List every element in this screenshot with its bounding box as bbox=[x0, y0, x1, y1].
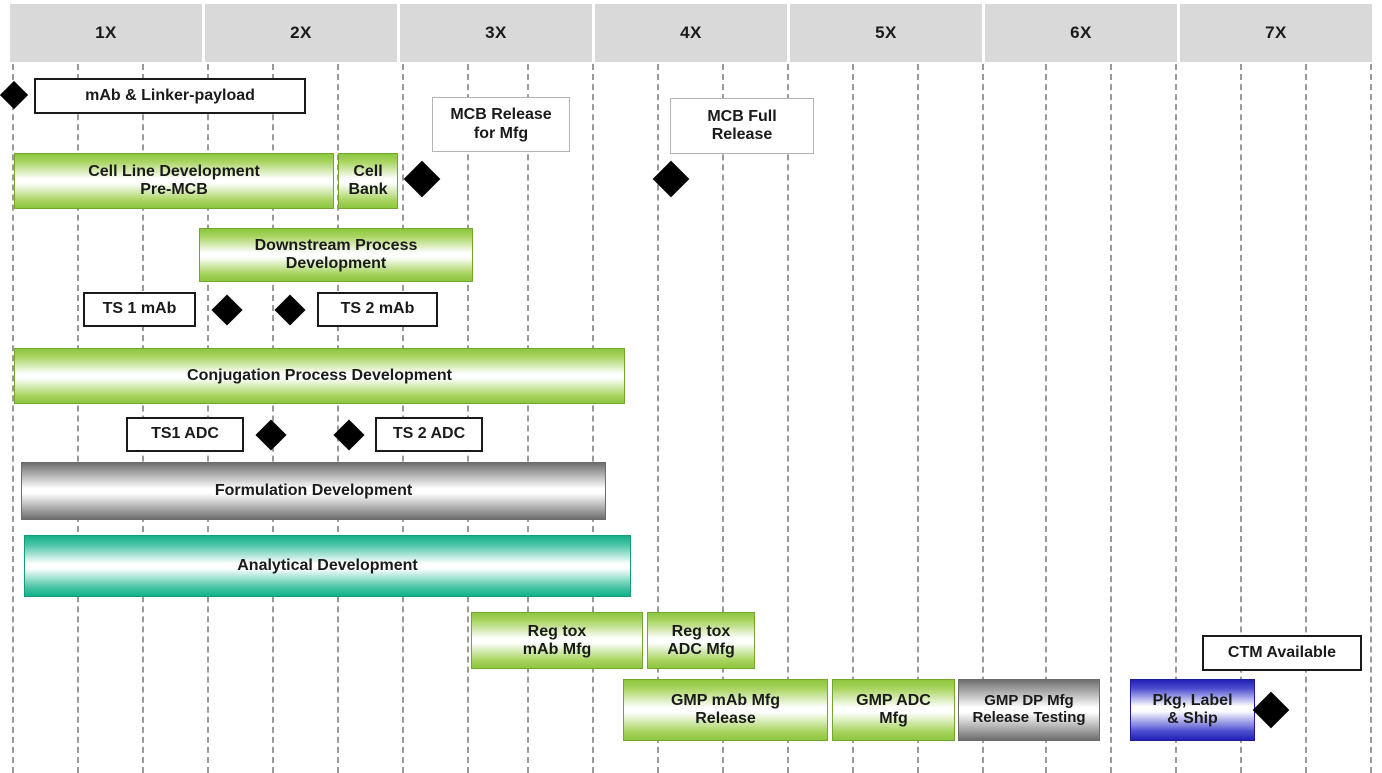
callout-label: CTM Available bbox=[1227, 643, 1337, 661]
gridline bbox=[1305, 64, 1307, 773]
timeline-header-cell-5x[interactable]: 5X bbox=[790, 4, 982, 62]
gridline bbox=[982, 64, 984, 773]
callout-label-line2: Release bbox=[711, 126, 773, 143]
callout-label-line1: MCB Full bbox=[707, 107, 777, 125]
gridline bbox=[527, 64, 529, 773]
bar-label-line1: Downstream Process bbox=[254, 237, 418, 255]
gridline bbox=[722, 64, 724, 773]
bar-cell-bank[interactable]: Cell Bank bbox=[338, 153, 398, 209]
timeline-header-cell-6x[interactable]: 6X bbox=[985, 4, 1177, 62]
gridline bbox=[592, 64, 594, 773]
bar-analytical-development[interactable]: Analytical Development bbox=[24, 535, 631, 597]
bar-label-line2: & Ship bbox=[1167, 710, 1218, 727]
gridline bbox=[1110, 64, 1112, 773]
gridline bbox=[12, 64, 14, 773]
bar-label-line1: Reg tox bbox=[527, 622, 587, 640]
callout-ts-2-adc[interactable]: TS 2 ADC bbox=[375, 417, 483, 452]
callout-label: TS 2 ADC bbox=[392, 425, 466, 443]
callout-label: TS 1 mAb bbox=[102, 300, 177, 318]
bar-label-line2: Bank bbox=[348, 181, 388, 198]
bar-gmp-adc-mfg[interactable]: GMP ADC Mfg bbox=[832, 679, 955, 741]
callout-label-line1: MCB Release bbox=[450, 106, 552, 124]
bar-reg-tox-mab-mfg[interactable]: Reg tox mAb Mfg bbox=[471, 612, 643, 669]
milestone-diamond-ctm-available[interactable] bbox=[1252, 691, 1290, 729]
bar-label-line1: GMP DP Mfg bbox=[984, 692, 1074, 710]
bar-label: Formulation Development bbox=[214, 482, 413, 500]
bar-label-line2: ADC Mfg bbox=[667, 640, 735, 658]
gridline bbox=[917, 64, 919, 773]
gridline bbox=[787, 64, 789, 773]
gridline bbox=[1045, 64, 1047, 773]
timeline-header-cell-4x[interactable]: 4X bbox=[595, 4, 787, 62]
milestone-diamond-mcb-full-release[interactable] bbox=[652, 160, 690, 198]
callout-label: TS 2 mAb bbox=[340, 300, 415, 318]
callout-ts-2-mab[interactable]: TS 2 mAb bbox=[317, 292, 438, 327]
gridline bbox=[77, 64, 79, 773]
bar-label: Analytical Development bbox=[237, 557, 418, 575]
bar-label-line2: mAb Mfg bbox=[522, 640, 592, 658]
callout-ctm-available[interactable]: CTM Available bbox=[1202, 635, 1362, 671]
gridline bbox=[272, 64, 274, 773]
milestone-diamond-ts-1-mab[interactable] bbox=[211, 294, 243, 326]
milestone-diamond-mcb-release-for-mfg[interactable] bbox=[403, 160, 441, 198]
bar-label-line2: Release bbox=[695, 710, 756, 727]
bar-label-line1: Pkg, Label bbox=[1152, 692, 1233, 710]
bar-reg-tox-adc-mfg[interactable]: Reg tox ADC Mfg bbox=[647, 612, 755, 669]
timeline-header-cell-3x[interactable]: 3X bbox=[400, 4, 592, 62]
callout-label: TS1 ADC bbox=[151, 425, 219, 443]
gridline bbox=[852, 64, 854, 773]
callout-ts1-adc[interactable]: TS1 ADC bbox=[126, 417, 244, 452]
milestone-diamond-program-start[interactable] bbox=[0, 80, 29, 110]
gridline bbox=[1175, 64, 1177, 773]
bar-formulation-development[interactable]: Formulation Development bbox=[21, 462, 606, 520]
bar-label-line1: Cell bbox=[353, 163, 383, 181]
timeline-plot-area: mAb & Linker-payload MCB Release for Mfg… bbox=[0, 64, 1382, 773]
gridline bbox=[657, 64, 659, 773]
bar-label-line1: Cell Line Development bbox=[88, 163, 260, 181]
bar-label-line1: GMP ADC bbox=[856, 692, 931, 710]
milestone-diamond-ts-2-adc[interactable] bbox=[333, 419, 365, 451]
gridline bbox=[1240, 64, 1242, 773]
callout-label-line2: for Mfg bbox=[473, 124, 529, 142]
bar-pkg-label-and-ship[interactable]: Pkg, Label & Ship bbox=[1130, 679, 1255, 741]
milestone-diamond-ts-2-mab[interactable] bbox=[274, 294, 306, 326]
timeline-header-cell-7x[interactable]: 7X bbox=[1180, 4, 1372, 62]
timeline-header-cell-2x[interactable]: 2X bbox=[205, 4, 397, 62]
bar-gmp-mab-mfg-release[interactable]: GMP mAb Mfg Release bbox=[623, 679, 828, 741]
bar-label-line2: Development bbox=[285, 255, 387, 272]
bar-gmp-dp-mfg-release-testing[interactable]: GMP DP Mfg Release Testing bbox=[958, 679, 1100, 741]
gridline bbox=[337, 64, 339, 773]
callout-label: mAb & Linker-payload bbox=[85, 86, 255, 104]
bar-conjugation-process-development[interactable]: Conjugation Process Development bbox=[14, 348, 625, 404]
timeline-header-cell-1x[interactable]: 1X bbox=[10, 4, 202, 62]
bar-label-line1: GMP mAb Mfg bbox=[670, 692, 781, 710]
callout-mcb-full-release[interactable]: MCB Full Release bbox=[670, 98, 814, 154]
bar-downstream-process-development[interactable]: Downstream Process Development bbox=[199, 228, 473, 282]
callout-mab-linker-payload[interactable]: mAb & Linker-payload bbox=[34, 78, 306, 114]
callout-ts-1-mab[interactable]: TS 1 mAb bbox=[83, 292, 196, 327]
bar-label-line1: Reg tox bbox=[671, 622, 731, 640]
milestone-diamond-ts-1-adc[interactable] bbox=[255, 419, 287, 451]
bar-label-line2: Mfg bbox=[879, 710, 908, 727]
gridline bbox=[1370, 64, 1372, 773]
bar-cell-line-development-pre-mcb[interactable]: Cell Line Development Pre-MCB bbox=[14, 153, 334, 209]
bar-label-line2: Release Testing bbox=[972, 709, 1086, 726]
bar-label-line2: Pre-MCB bbox=[140, 181, 208, 198]
timeline-header: 1X 2X 3X 4X 5X 6X 7X bbox=[10, 4, 1372, 62]
callout-mcb-release-for-mfg[interactable]: MCB Release for Mfg bbox=[432, 97, 570, 152]
bar-label: Conjugation Process Development bbox=[187, 367, 452, 385]
